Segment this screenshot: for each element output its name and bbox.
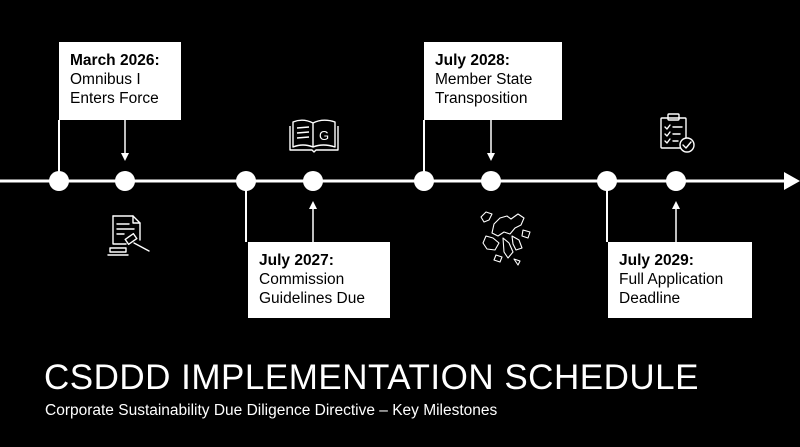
pointer-arrow-2 (309, 201, 317, 242)
milestone-box-july-2027: July 2027: Commission Guidelines Due (248, 242, 390, 318)
milestone-box-july-2028: July 2028: Member State Transposition (424, 42, 562, 120)
pointer-arrow-4 (672, 201, 680, 242)
milestone-date: July 2028: (435, 52, 510, 69)
timeline-dot (414, 171, 434, 191)
timeline-dot (303, 171, 323, 191)
milestone-text: Guidelines Due (259, 290, 365, 307)
page-subtitle: Corporate Sustainability Due Diligence D… (45, 402, 498, 419)
milestone-text: Deadline (619, 290, 681, 307)
timeline-arrowhead (784, 172, 800, 190)
milestone-box-march-2026: March 2026: Omnibus I Enters Force (59, 42, 181, 120)
milestone-box-july-2029: July 2029: Full Application Deadline (608, 242, 752, 318)
page-title: CSDDD IMPLEMENTATION SCHEDULE (44, 358, 699, 397)
milestone-text: Omnibus I (70, 71, 141, 88)
milestone-text: Transposition (435, 90, 528, 107)
timeline-dot (666, 171, 686, 191)
timeline-dot (597, 171, 617, 191)
milestone-date: July 2029: (619, 252, 694, 269)
timeline-dot (115, 171, 135, 191)
milestone-date: July 2027: (259, 252, 334, 269)
milestone-date: March 2026: (70, 52, 160, 69)
svg-text:G: G (319, 128, 329, 143)
milestone-text: Full Application (619, 271, 724, 288)
milestone-text: Commission (259, 271, 345, 288)
timeline-dot (49, 171, 69, 191)
milestone-text: Member State (435, 71, 533, 88)
checklist-clipboard-icon (660, 113, 695, 153)
milestone-text: Enters Force (70, 90, 159, 107)
pointer-arrow-3 (487, 120, 495, 161)
timeline-dot (481, 171, 501, 191)
europe-map-icon (480, 211, 531, 266)
timeline-dot (236, 171, 256, 191)
legal-document-gavel-icon (107, 215, 150, 256)
guidelines-book-icon: G (289, 119, 339, 153)
pointer-arrow-1 (121, 120, 129, 161)
